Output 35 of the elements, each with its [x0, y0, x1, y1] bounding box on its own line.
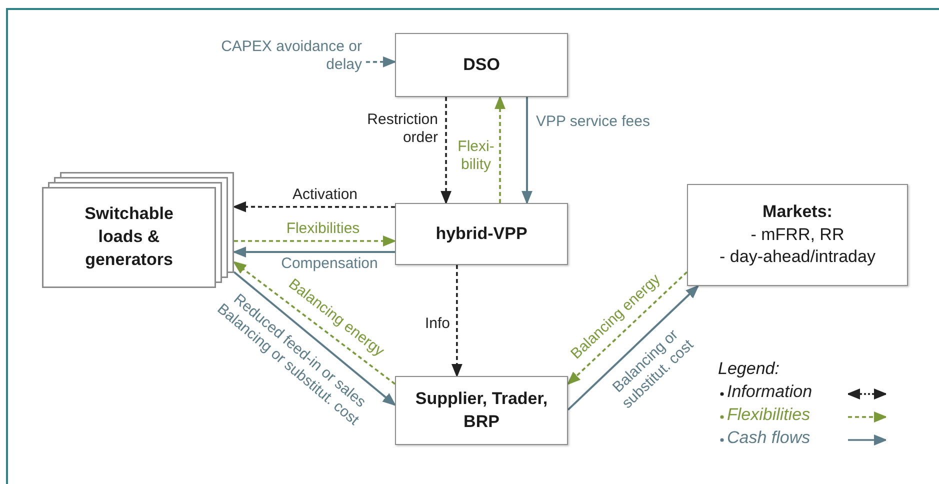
node-title: DSO — [463, 54, 500, 76]
arrow — [522, 97, 532, 204]
legend-text: Flexibilities — [727, 405, 810, 425]
arrow — [567, 271, 688, 385]
entity-box — [395, 376, 568, 445]
arrow — [366, 56, 396, 68]
edge-label: Flexibilities — [285, 220, 361, 238]
arrow — [567, 285, 699, 411]
edge-label: Info — [424, 315, 450, 333]
arrow — [452, 265, 462, 377]
entity-box — [687, 184, 908, 286]
arrow — [233, 271, 396, 406]
entity-box — [395, 33, 568, 97]
node-title: Markets: — [762, 200, 832, 223]
arrow — [234, 236, 396, 246]
edge-label: Compensation — [280, 255, 379, 273]
legend-title: Legend: — [718, 359, 780, 379]
legend-text: Information — [727, 382, 812, 402]
edge-label: CAPEX avoidance or delay — [220, 38, 362, 74]
edge-label: Flexi- bility — [456, 138, 496, 174]
arrow — [494, 96, 506, 203]
node-text: - mFRR, RR — [750, 224, 844, 246]
arrow — [233, 201, 395, 212]
arrow — [440, 97, 452, 204]
node-title: Supplier, Trader, BRP — [414, 388, 549, 432]
arrow — [233, 246, 395, 258]
entity-box — [395, 203, 568, 265]
node-text: - day-ahead/intraday — [720, 246, 876, 268]
edge-label: VPP service fees — [536, 113, 650, 131]
legend-text: Cash flows — [727, 428, 810, 448]
node-title: Switchable loads & generators — [84, 203, 174, 271]
arrow — [233, 261, 396, 385]
edge-label: Restriction order — [366, 111, 438, 147]
node-title: hybrid-VPP — [436, 222, 528, 245]
edge-label: Activation — [291, 186, 359, 204]
